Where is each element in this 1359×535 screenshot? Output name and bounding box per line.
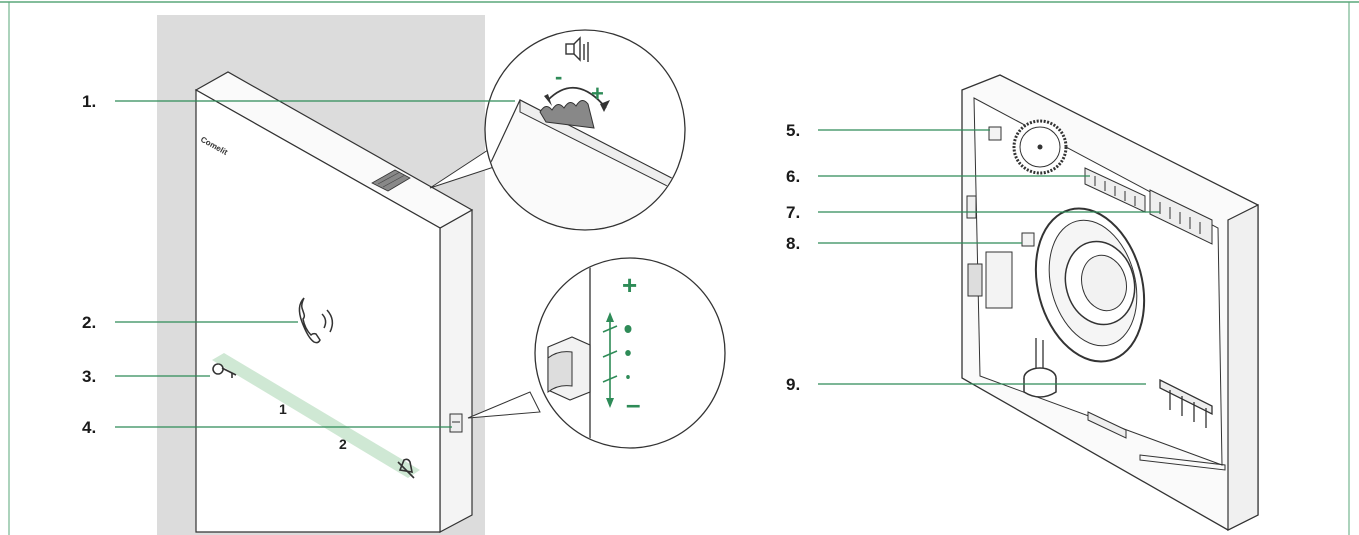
bell-mute-icon <box>397 458 415 479</box>
callout-3: 3. <box>82 367 96 386</box>
key-1-label: 1 <box>279 401 287 417</box>
device-side-face <box>439 208 473 533</box>
volume-zoom-detail: - + <box>484 29 686 231</box>
zoom-pointer-bottom <box>467 391 541 419</box>
callout-5: 5. <box>786 121 800 140</box>
connector-pins-9 <box>1159 378 1213 428</box>
callout-4: 4. <box>82 418 96 437</box>
loudspeaker <box>1034 207 1146 363</box>
front-device: Comelit 1 2 <box>194 71 474 533</box>
callout-7: 7. <box>786 203 800 222</box>
leader-lines <box>115 100 1160 428</box>
keys-strip <box>212 353 420 478</box>
key-2-label: 2 <box>339 436 347 452</box>
switch-minus-label: – <box>626 389 640 419</box>
rear-device <box>961 74 1259 531</box>
handset-icon <box>298 297 334 344</box>
volume-minus-label: - <box>555 64 562 89</box>
callout-6: 6. <box>786 167 800 186</box>
volume-wheel <box>371 169 411 192</box>
side-switch-module <box>985 251 1013 309</box>
key-icon <box>212 363 237 378</box>
call-volume-switch <box>449 413 463 433</box>
volume-gear <box>1012 119 1068 175</box>
component-8 <box>1021 232 1035 247</box>
callout-1: 1. <box>82 92 96 111</box>
switch-zoom-detail: + – <box>534 257 726 449</box>
callout-8: 8. <box>786 234 800 253</box>
component-5 <box>988 126 1002 141</box>
volume-plus-label: + <box>591 81 604 106</box>
device-front-face <box>195 88 441 533</box>
callout-2: 2. <box>82 313 96 332</box>
speaker-volume-icon <box>565 36 589 62</box>
switch-plus-label: + <box>622 270 637 300</box>
double-arrow-icon <box>547 86 607 109</box>
callout-9: 9. <box>786 375 800 394</box>
terminal-block-7 <box>1149 189 1213 245</box>
buzzer-coil <box>1023 338 1057 398</box>
